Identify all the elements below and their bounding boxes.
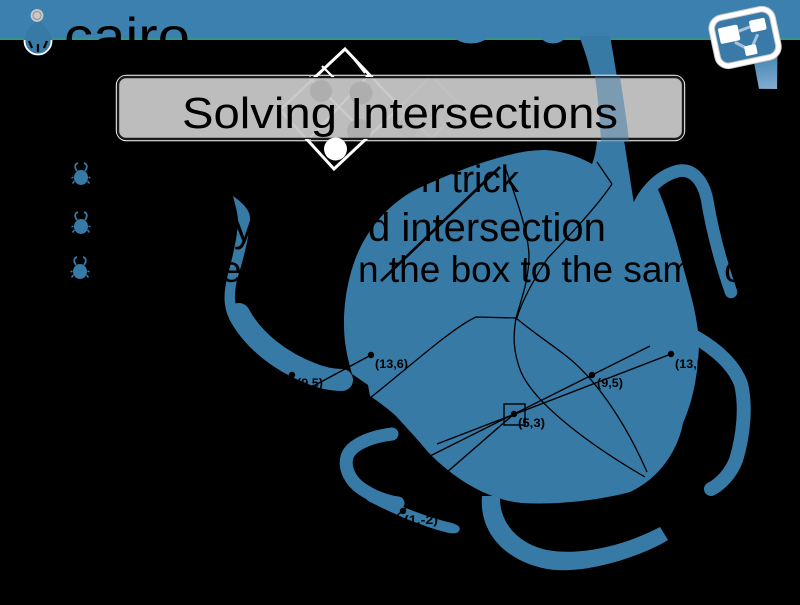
svg-text:n trick: n trick: [421, 159, 520, 201]
svg-text:n the box to the same output: n the box to the same output: [358, 249, 800, 290]
svg-text:(1,-2): (1,-2): [404, 513, 438, 527]
svg-text:cairo: cairo: [64, 8, 190, 66]
svg-text:(13,5): (13,5): [675, 357, 708, 371]
svg-text:Solving Intersections: Solving Intersections: [182, 89, 618, 138]
svg-text:e: e: [221, 249, 242, 290]
svg-text:(13,6): (13,6): [375, 357, 408, 371]
svg-text:y: y: [234, 206, 254, 250]
svg-text:(9,5): (9,5): [597, 376, 623, 390]
svg-text:(9,5): (9,5): [297, 376, 323, 390]
svg-text:d intersection: d intersection: [368, 206, 606, 250]
svg-text:(5,3): (5,3): [518, 416, 545, 430]
